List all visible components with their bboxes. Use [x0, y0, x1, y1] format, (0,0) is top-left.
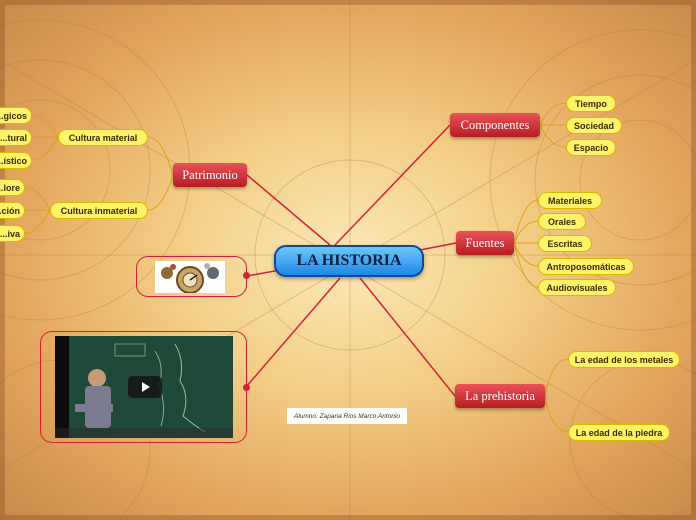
node-espacio[interactable]: Espacio — [566, 139, 616, 156]
node-material-item-1[interactable]: ...gicos — [0, 107, 32, 124]
node-inmaterial-item-2[interactable]: ...ción — [0, 202, 25, 219]
node-sociedad[interactable]: Sociedad — [566, 117, 622, 134]
node-edad-piedra[interactable]: La edad de la piedra — [568, 424, 670, 441]
node-material-item-3[interactable]: ...ístico — [0, 152, 32, 169]
student-credit: Alumno: Zapana Rios Marco Antonio — [287, 408, 407, 424]
play-icon — [142, 382, 150, 392]
play-button[interactable] — [128, 376, 162, 398]
node-materiales[interactable]: Materiales — [538, 192, 602, 209]
node-tiempo[interactable]: Tiempo — [566, 95, 616, 112]
video-node-connector-dot — [243, 384, 250, 391]
node-edad-metales[interactable]: La edad de los metales — [568, 351, 680, 368]
compass-gears-image — [155, 261, 225, 293]
video-node[interactable] — [40, 331, 247, 443]
node-inmaterial-item-3[interactable]: ...iva — [0, 225, 25, 242]
node-cultura-material[interactable]: Cultura material — [58, 129, 148, 146]
image-node[interactable] — [136, 256, 247, 297]
node-antroposomaticas[interactable]: Antroposomáticas — [538, 258, 634, 275]
node-orales[interactable]: Orales — [538, 213, 586, 230]
branch-fuentes[interactable]: Fuentes — [456, 231, 514, 255]
node-escritas[interactable]: Escritas — [538, 235, 592, 252]
image-node-connector-dot — [243, 272, 250, 279]
central-topic[interactable]: LA HISTORIA — [274, 245, 424, 277]
node-cultura-inmaterial[interactable]: Cultura inmaterial — [50, 202, 148, 219]
branch-componentes[interactable]: Componentes — [450, 113, 540, 137]
branch-prehistoria[interactable]: La prehistoria — [455, 384, 545, 408]
node-inmaterial-item-1[interactable]: ...lore — [0, 179, 25, 196]
branch-patrimonio[interactable]: Patrimonio — [173, 163, 247, 187]
node-audiovisuales[interactable]: Audiovisuales — [538, 279, 616, 296]
node-material-item-2[interactable]: ...tural — [0, 129, 32, 146]
